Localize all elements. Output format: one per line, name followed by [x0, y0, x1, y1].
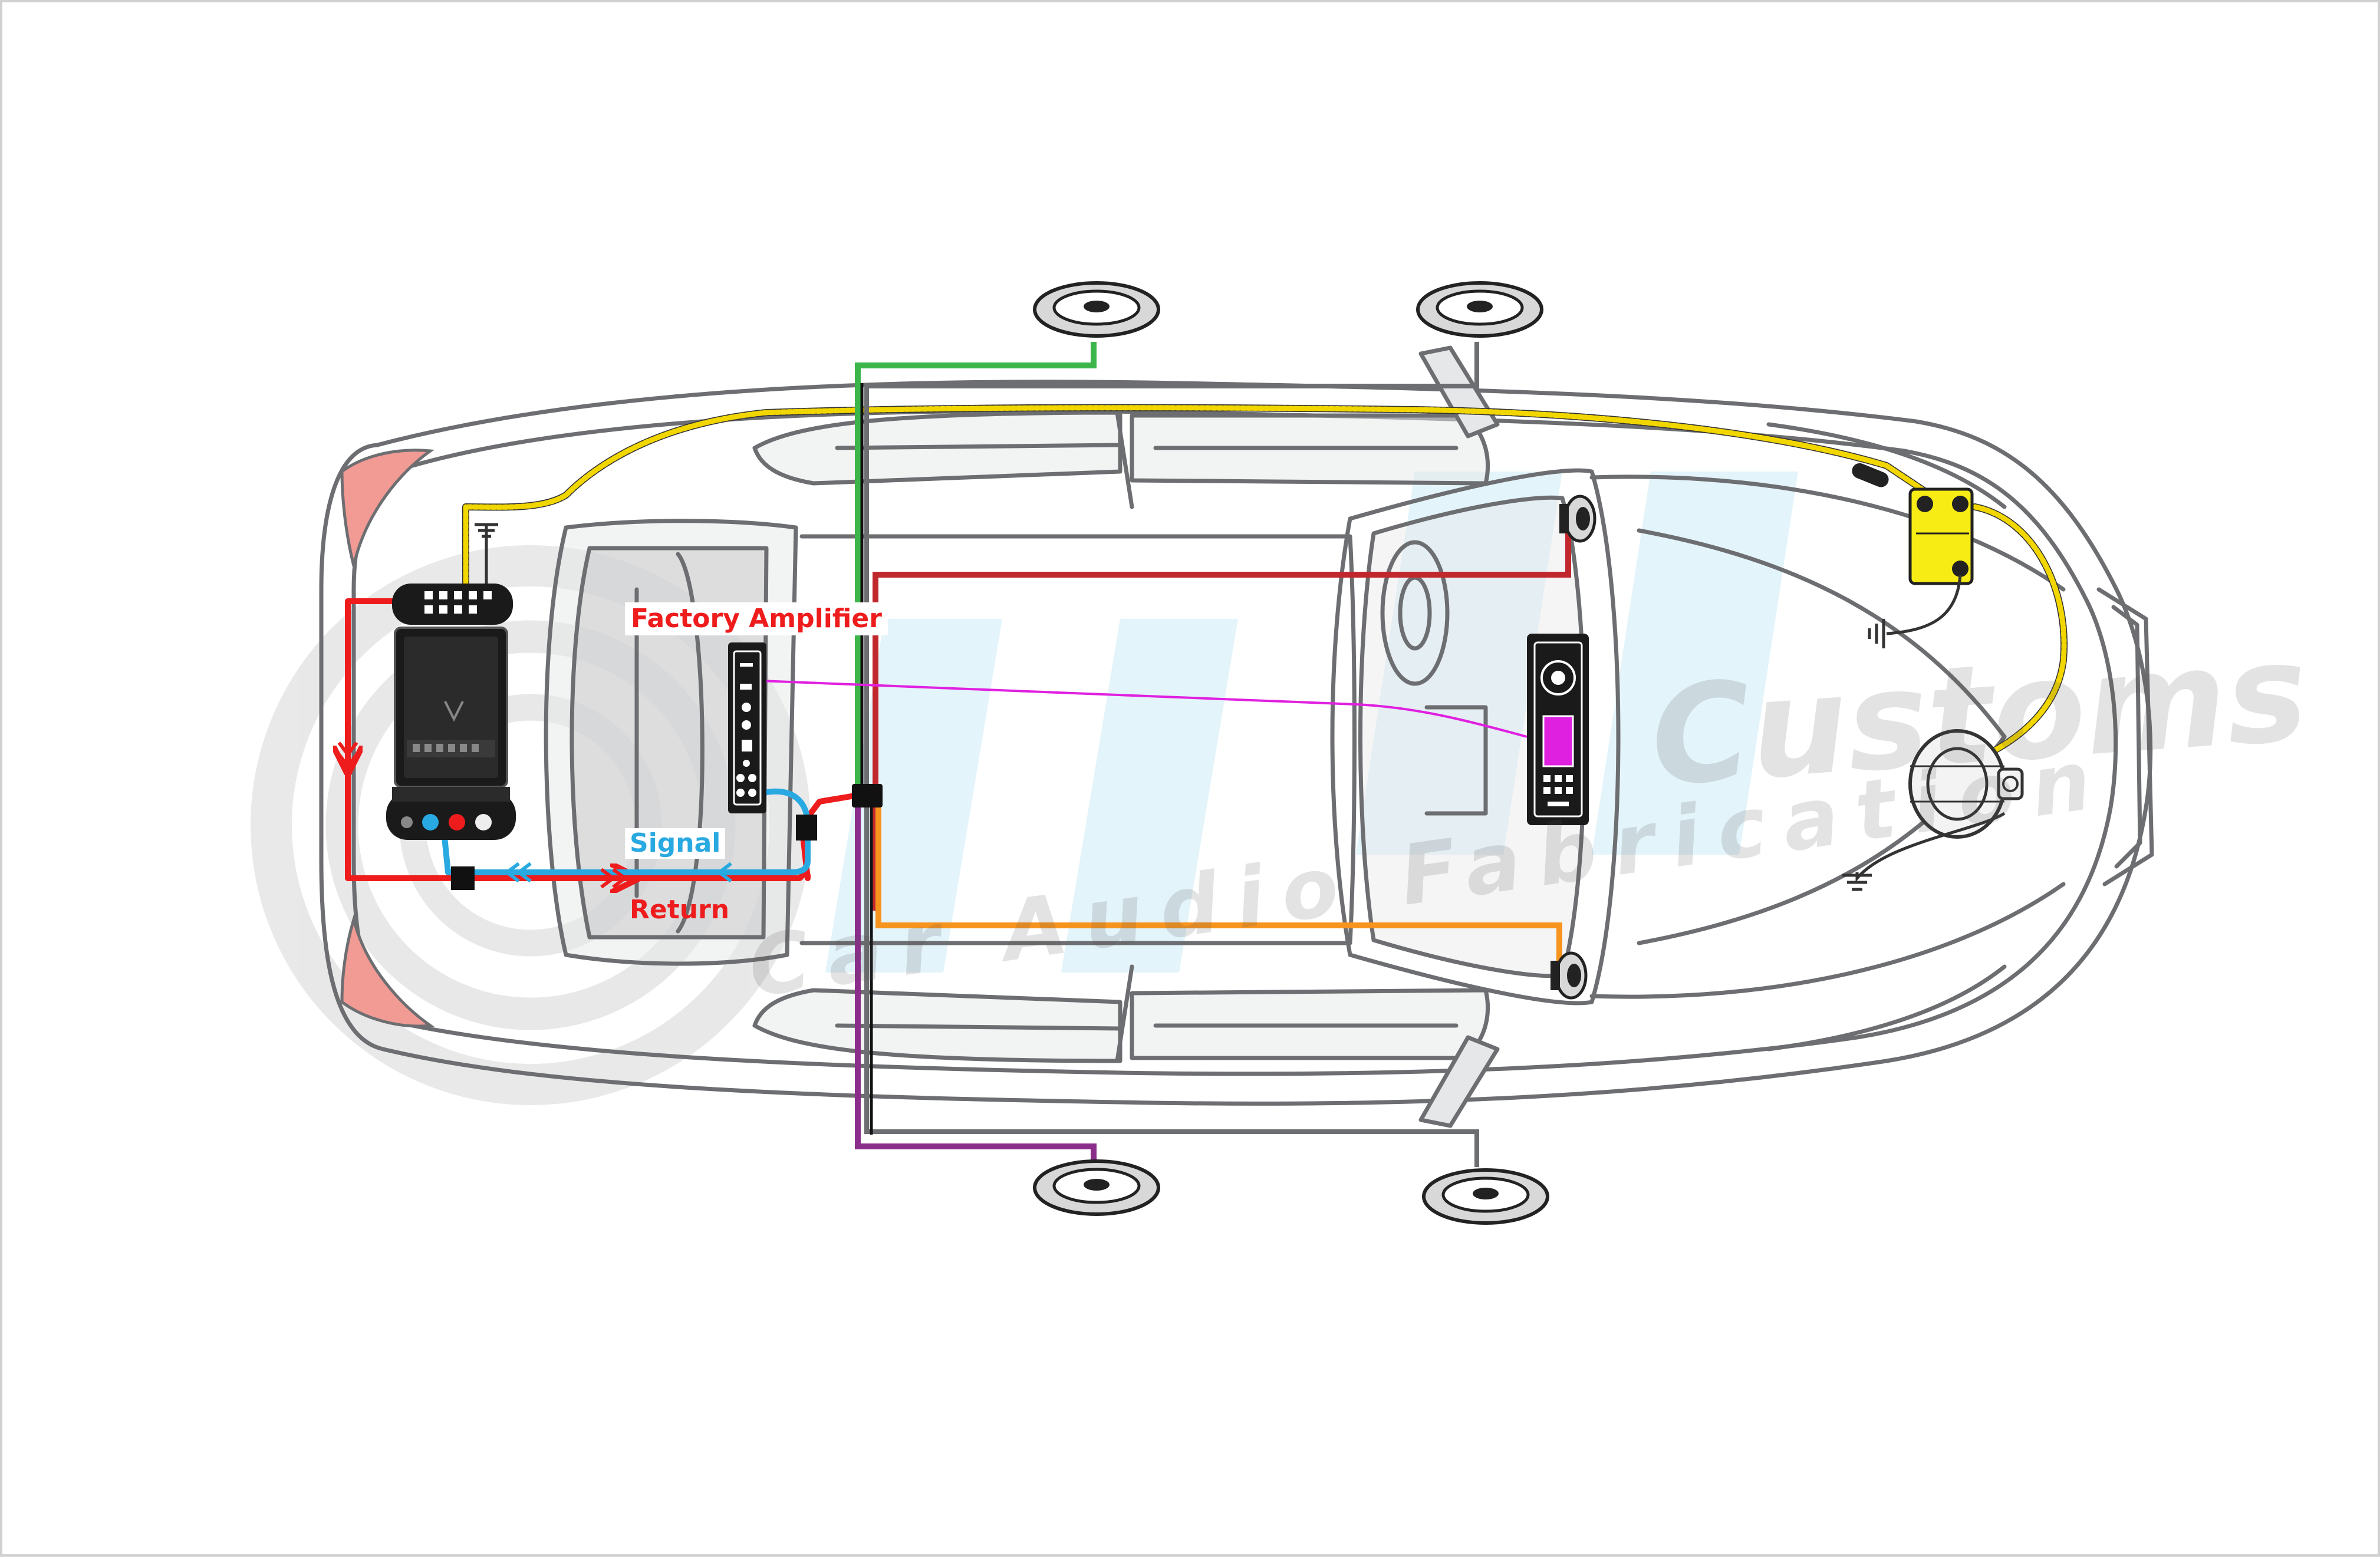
battery-icon [1908, 487, 1974, 585]
splice-connector-return [451, 866, 475, 890]
amplifier-icon [394, 627, 508, 788]
head-unit-icon [1527, 634, 1589, 825]
front-speaker-gray-wire-bottom [864, 796, 1479, 1167]
rear-right-speaker-wire [855, 796, 1097, 1167]
rear-left-speaker-wire [855, 342, 1097, 796]
return-arrows [337, 741, 628, 889]
taillights [340, 449, 434, 1028]
speaker-icon-dash-right [1551, 951, 1588, 1000]
factory-amplifier-label: Factory Amplifier [625, 602, 888, 635]
fuse-icon [1852, 463, 1889, 487]
amp-ground-icon [475, 523, 498, 584]
speaker-icon-front-left [1416, 281, 1543, 338]
dsp-icon [386, 787, 516, 840]
alternator-icon [1908, 729, 2024, 839]
speaker-icon-front-right [1422, 1168, 1549, 1225]
signal-arrows [504, 862, 732, 883]
battery-ground-icon [1868, 574, 1962, 648]
front-speaker-gray-wire-top [864, 342, 1479, 796]
amp-power-terminal [392, 584, 513, 625]
splice-connector [796, 815, 817, 841]
speaker-icon-rear-right [1033, 1159, 1160, 1216]
return-label: Return [630, 895, 730, 925]
remote-wire [760, 680, 1528, 738]
junction-block [852, 784, 883, 807]
front-right-speaker-wire [875, 796, 1562, 973]
front-left-speaker-wire [873, 519, 1571, 911]
speaker-icon-dash-left [1559, 495, 1596, 543]
power-wire [462, 404, 2068, 758]
speaker-icon-rear-left [1033, 281, 1160, 338]
alternator-ground-icon [1842, 812, 2006, 891]
signal-label: Signal [625, 828, 726, 859]
watermark-logo [251, 472, 1798, 1105]
factory-amplifier-icon [728, 642, 766, 813]
